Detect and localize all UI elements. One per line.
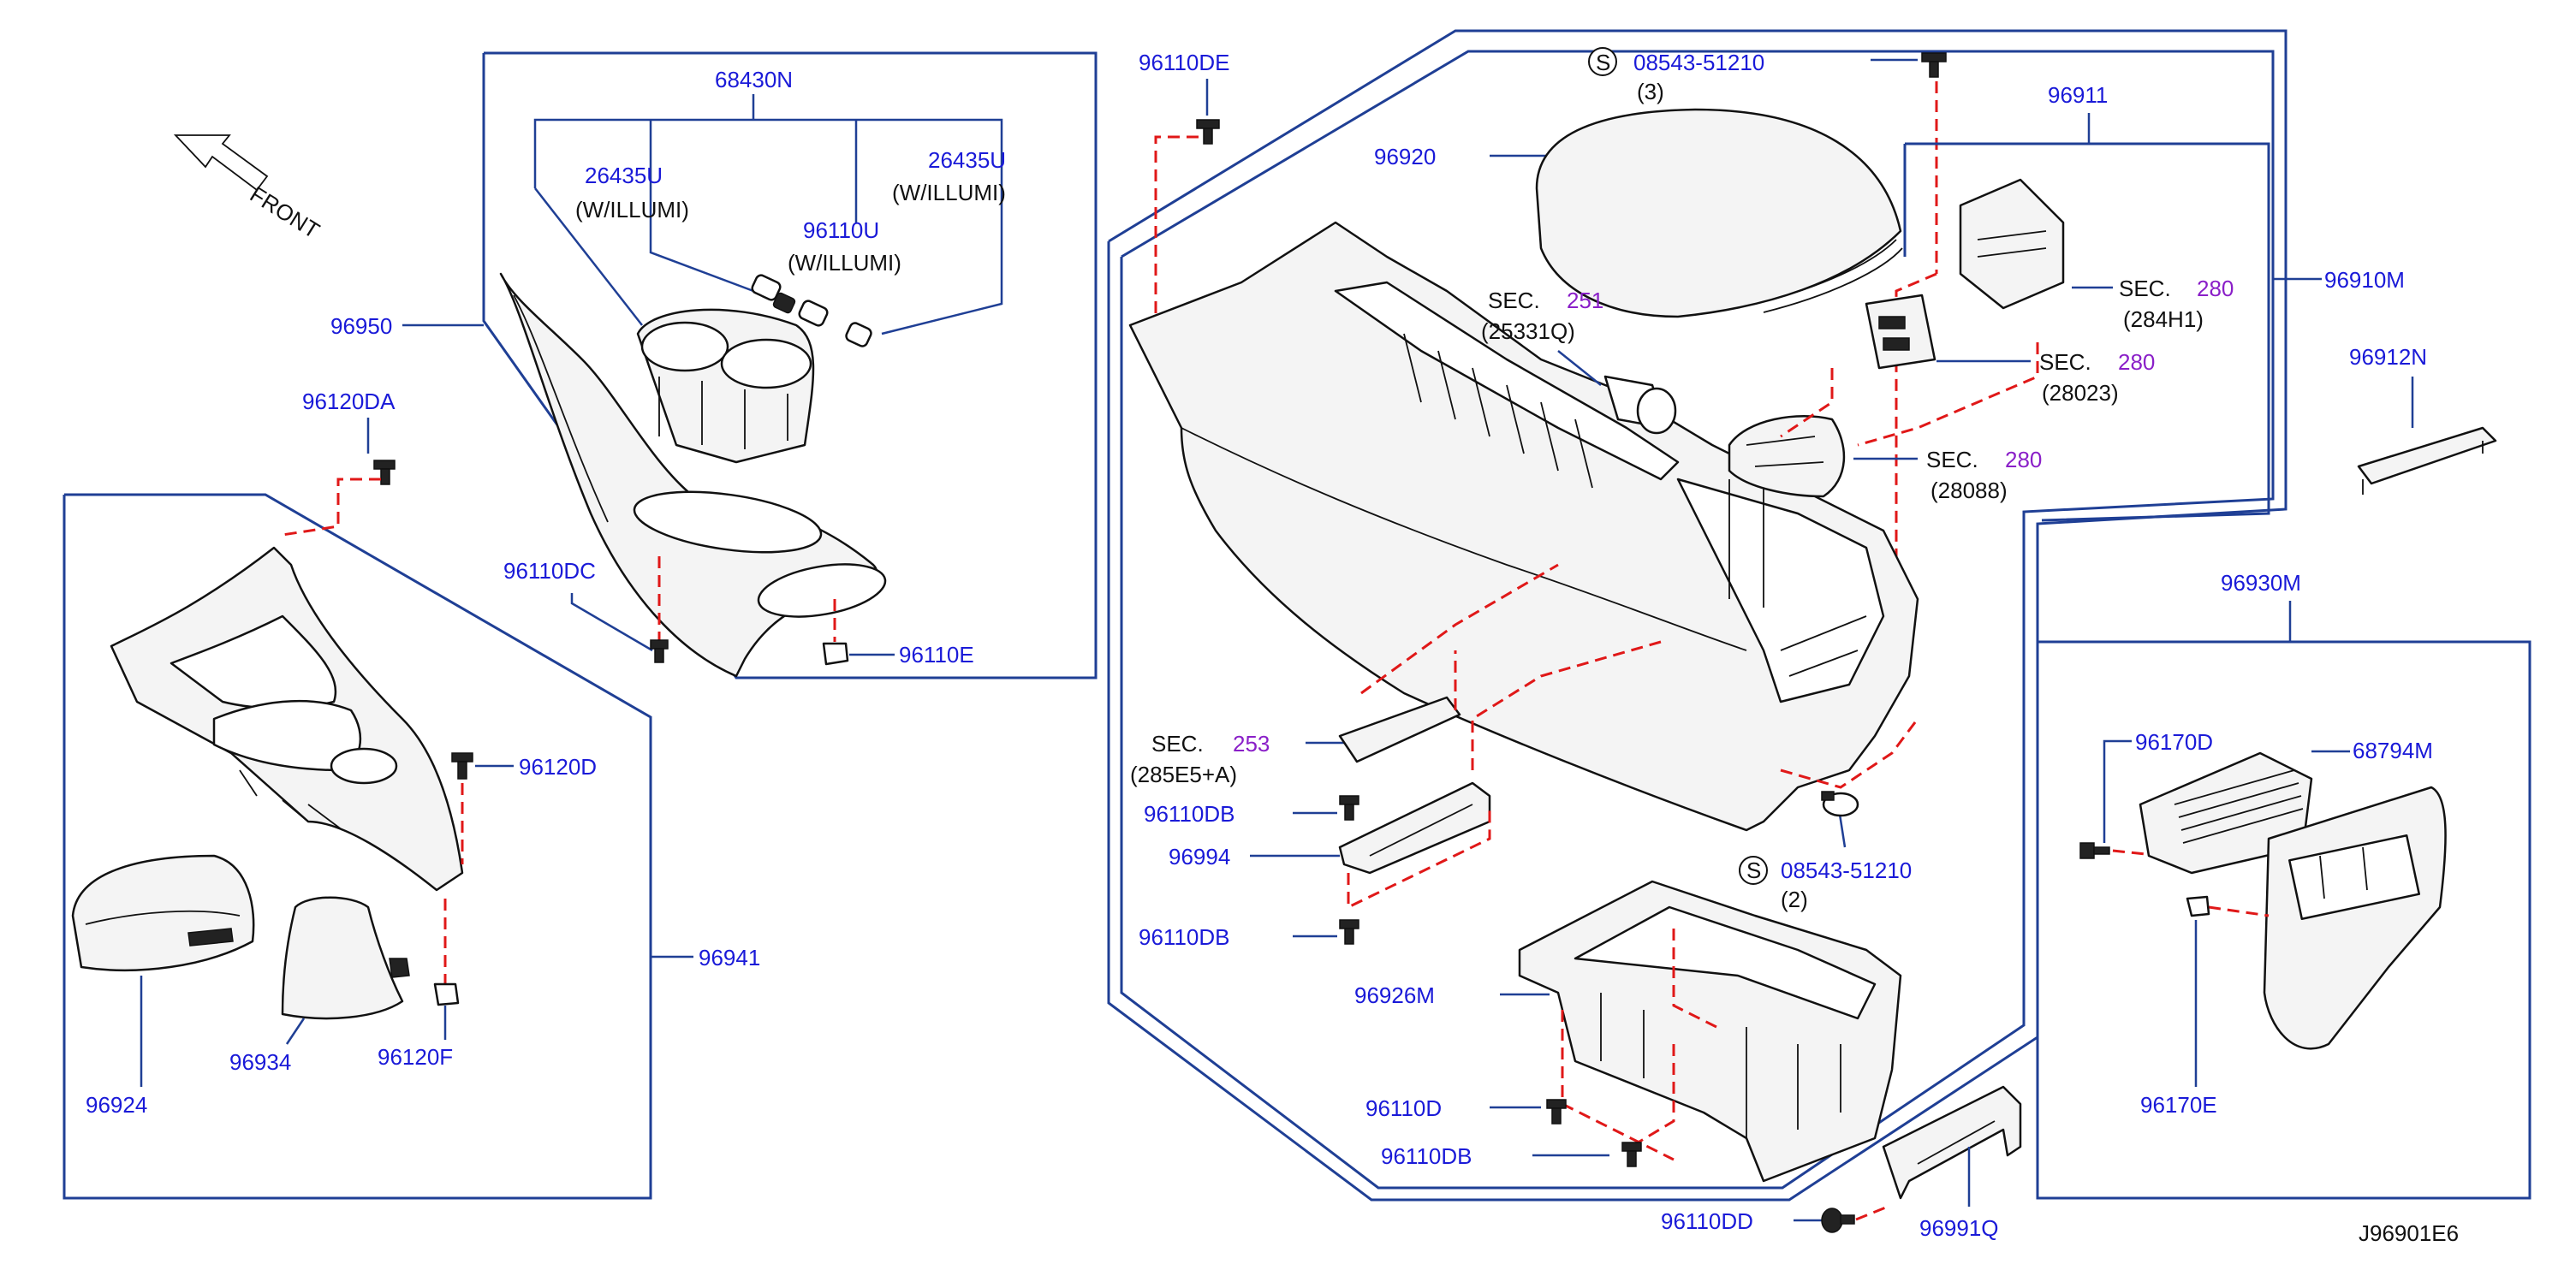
label-96170D: 96170D <box>2135 729 2213 755</box>
label-96110DC: 96110DC <box>503 558 596 584</box>
screw-icon <box>1921 52 1947 78</box>
std-part-number-top: 08543-51210 <box>1633 50 1764 75</box>
clip-icon <box>433 982 460 1006</box>
screw-icon <box>451 752 473 780</box>
label-96950: 96950 <box>330 313 392 339</box>
armrest-lid-part <box>1535 108 1903 318</box>
cup-holder-part <box>636 274 872 464</box>
sec251-ref: (25331Q) <box>1481 318 1575 344</box>
rear-finisher-part <box>2263 786 2447 1050</box>
sec280a-num: 280 <box>2197 276 2234 301</box>
standard-part-symbol <box>1588 47 1617 76</box>
connector-part <box>1959 178 2065 310</box>
screw-icon <box>1339 795 1359 821</box>
sec280a-prefix: SEC. <box>2119 276 2171 301</box>
screw-icon <box>1196 119 1220 145</box>
sec280c-prefix: SEC. <box>1926 447 1978 472</box>
sec253-prefix: SEC. <box>1151 731 1204 757</box>
label-96926M: 96926M <box>1354 982 1435 1008</box>
label-96934: 96934 <box>229 1049 291 1075</box>
standard-part-symbol <box>1739 856 1768 885</box>
diagram-code: J96901E6 <box>2359 1220 2459 1246</box>
sec280a-ref: (284H1) <box>2123 306 2204 332</box>
sec280c-ref: (28088) <box>1931 478 2008 503</box>
std-part-symbol-bottom: S <box>1746 858 1761 883</box>
ash-tray-part <box>71 854 255 971</box>
std-part-number-bottom: 08543-51210 <box>1781 858 1912 883</box>
clip-icon <box>2186 895 2210 917</box>
switch-part <box>1603 375 1677 435</box>
label-w-illumi-right: (W/ILLUMI) <box>892 180 1006 205</box>
finisher-group-frame <box>62 493 652 1200</box>
std-part-symbol-top: S <box>1596 50 1610 75</box>
shifter-finisher-part <box>110 546 464 892</box>
label-96110DB-3: 96110DB <box>1381 1143 1472 1169</box>
shift-boot-part <box>281 896 410 1020</box>
label-96930M: 96930M <box>2221 570 2301 596</box>
label-96110DB-2: 96110DB <box>1139 924 1230 950</box>
sec253-ref: (285E5+A) <box>1130 762 1237 787</box>
sec280b-num: 280 <box>2118 349 2155 375</box>
label-96110D: 96110D <box>1365 1095 1442 1121</box>
label-96120F: 96120F <box>378 1044 453 1070</box>
sensor-part <box>1338 696 1461 763</box>
harness-part <box>1728 415 1846 498</box>
sec253-num: 253 <box>1233 731 1270 757</box>
label-96991Q: 96991Q <box>1919 1215 1999 1241</box>
sec280b-ref: (28023) <box>2042 380 2119 406</box>
rear-vent-group-frame <box>2036 640 2531 1200</box>
label-96941: 96941 <box>699 945 760 970</box>
front-arrow-icon <box>173 134 269 192</box>
label-96920: 96920 <box>1374 144 1436 169</box>
label-96912N: 96912N <box>2349 344 2427 370</box>
label-w-illumi-left: (W/ILLUMI) <box>575 197 689 223</box>
label-96110U: 96110U <box>803 217 879 243</box>
cup-holder-group-frame <box>482 51 1098 680</box>
sub-frame-96911 <box>1905 142 2270 522</box>
sec251-num: 251 <box>1567 288 1603 313</box>
screw-icon <box>1621 1142 1642 1167</box>
bracket-part <box>2357 426 2497 495</box>
label-68794M: 68794M <box>2353 738 2433 763</box>
label-96910M: 96910M <box>2324 267 2405 293</box>
label-68430N: 68430N <box>715 67 793 92</box>
screw-icon <box>1339 919 1359 945</box>
std-part-qty-bottom: (2) <box>1781 887 1808 912</box>
screw-icon <box>650 639 669 663</box>
label-96120D: 96120D <box>519 754 597 780</box>
usb-unit-part <box>1865 294 1936 370</box>
std-part-qty-top: (3) <box>1637 79 1664 104</box>
front-label: FRONT <box>246 181 324 244</box>
label-96924: 96924 <box>86 1092 147 1118</box>
label-96110E: 96110E <box>899 642 974 668</box>
label-96110DD: 96110DD <box>1661 1208 1753 1234</box>
sec280b-prefix: SEC. <box>2039 349 2091 375</box>
sec280c-num: 280 <box>2005 447 2042 472</box>
label-96994: 96994 <box>1169 844 1230 869</box>
label-96911: 96911 <box>2048 82 2108 108</box>
rear-bracket-part <box>1882 1085 2022 1200</box>
label-96110DB-1: 96110DB <box>1144 801 1235 827</box>
label-96110DE: 96110DE <box>1139 50 1230 75</box>
screw-icon <box>373 460 396 485</box>
screw-icon <box>1821 791 1859 817</box>
storage-tray-part <box>1518 880 1902 1183</box>
label-w-illumi-mid: (W/ILLUMI) <box>788 250 901 276</box>
label-26435U-left: 26435U <box>585 163 663 188</box>
screw-icon <box>1546 1099 1567 1125</box>
screw-icon <box>2079 842 2110 859</box>
console-finisher-part <box>499 272 887 678</box>
label-96120DA: 96120DA <box>302 389 396 414</box>
label-26435U-right: 26435U <box>928 147 1006 173</box>
screw-icon <box>1821 1208 1855 1233</box>
console-inner-frame <box>1120 50 2275 1190</box>
sec251-prefix: SEC. <box>1488 288 1540 313</box>
label-96170E: 96170E <box>2140 1092 2217 1118</box>
bracket-part <box>1338 781 1491 875</box>
clip-icon <box>822 642 849 666</box>
console-body-part <box>1128 221 1919 832</box>
